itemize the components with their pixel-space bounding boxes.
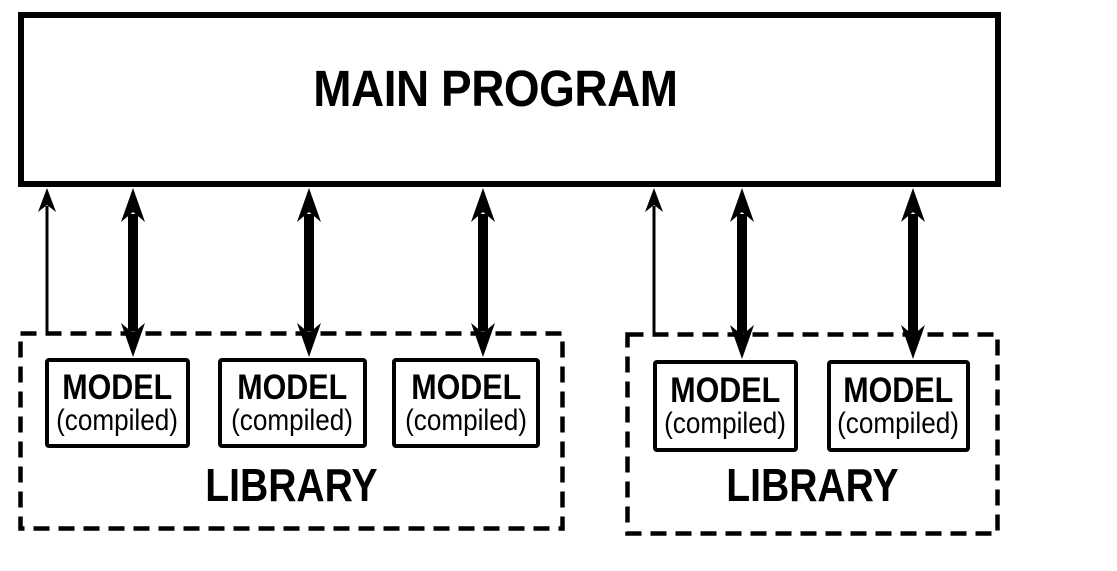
model-subtitle: (compiled) (664, 406, 787, 440)
double-arrow-up-head (121, 188, 145, 222)
double-arrow-down-head (297, 323, 321, 357)
double-arrow-up-head (901, 188, 925, 222)
model-box: MODEL (compiled) (45, 358, 190, 448)
model-title: MODEL (411, 367, 521, 407)
model-box: MODEL (compiled) (392, 358, 540, 448)
library-dashed-border (625, 332, 1000, 536)
library-box-right: MODEL (compiled) MODEL (compiled) LIBRAR… (625, 332, 1000, 536)
double-arrow-shaft (478, 214, 488, 331)
model-subtitle: (compiled) (837, 406, 960, 440)
library-box-left: MODEL (compiled) MODEL (compiled) MODEL … (18, 331, 565, 531)
double-arrow-down-head (901, 325, 925, 359)
library-label: LIBRARY (18, 462, 565, 508)
thin-up-arrowhead (38, 188, 56, 212)
model-title: MODEL (237, 367, 348, 407)
library-dashed-border (18, 331, 565, 531)
main-program-box: MAIN PROGRAM (18, 12, 1001, 187)
library-label-text: LIBRARY (205, 459, 378, 511)
double-arrow-up-head (730, 188, 754, 222)
model-subtitle: (compiled) (56, 403, 179, 437)
double-arrow-shaft (737, 214, 747, 333)
double-arrow-shaft (908, 214, 918, 333)
double-arrow-shaft (128, 214, 138, 331)
double-arrow-shaft (304, 214, 314, 331)
thin-up-arrowhead (645, 188, 663, 212)
main-program-label: MAIN PROGRAM (313, 60, 678, 117)
model-subtitle: (compiled) (231, 403, 354, 437)
double-arrow-down-head (471, 323, 495, 357)
model-box: MODEL (compiled) (827, 360, 970, 452)
library-label: LIBRARY (625, 462, 1000, 508)
model-title: MODEL (843, 370, 954, 410)
model-title: MODEL (670, 370, 781, 410)
double-arrow-down-head (121, 323, 145, 357)
model-box: MODEL (compiled) (218, 358, 367, 448)
double-arrow-up-head (471, 188, 495, 222)
double-arrow-up-head (297, 188, 321, 222)
model-box: MODEL (compiled) (653, 360, 798, 452)
library-label-text: LIBRARY (726, 459, 899, 511)
model-subtitle: (compiled) (405, 403, 527, 437)
model-title: MODEL (62, 367, 173, 407)
double-arrow-down-head (730, 325, 754, 359)
